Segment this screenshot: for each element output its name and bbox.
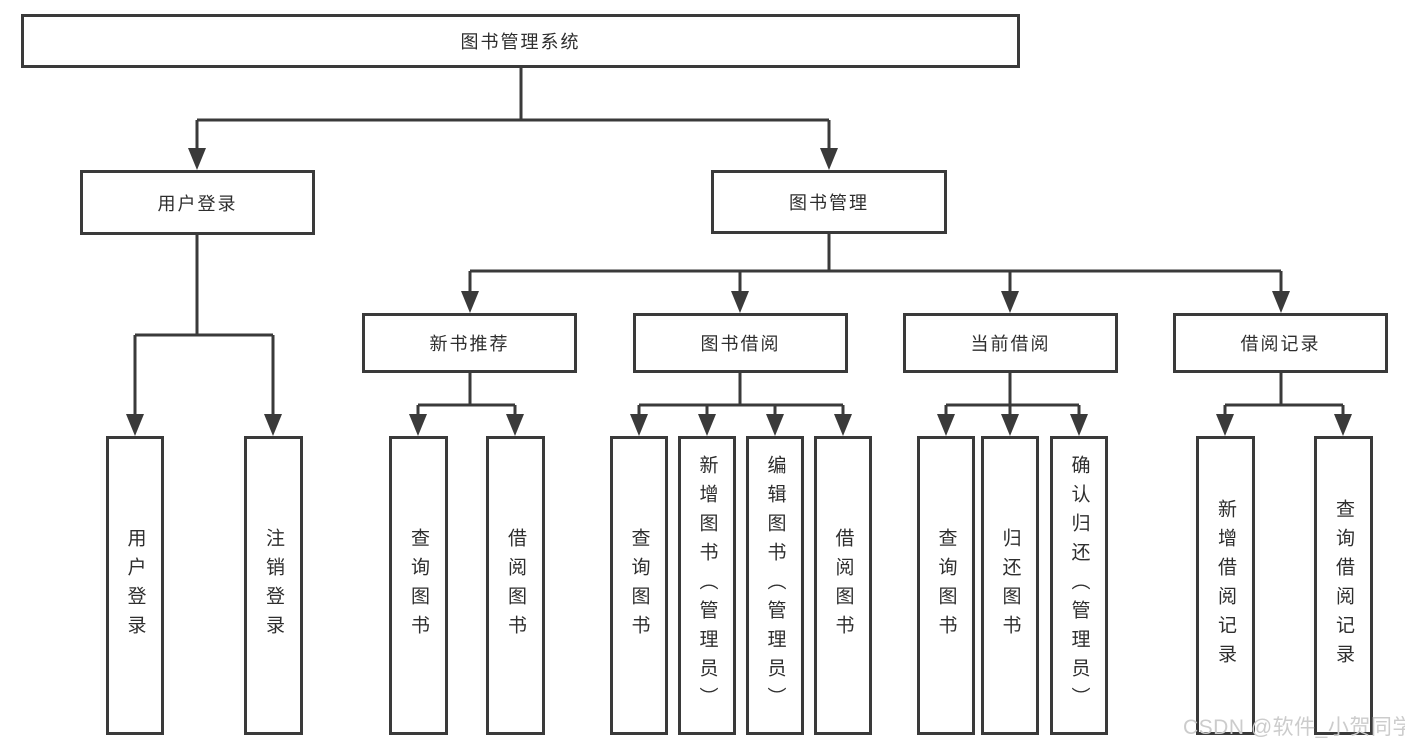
node-book-management: 图书管理 — [711, 170, 947, 234]
node-leaf-query-books-new-label: 查询图书 — [408, 527, 429, 644]
node-borrow-records: 借阅记录 — [1173, 313, 1388, 373]
node-leaf-query-books-current-label: 查询图书 — [935, 527, 957, 644]
node-leaf-query-borrow-record: 查询借阅记录 — [1314, 436, 1373, 735]
arrowhead-confirm-return — [1070, 414, 1088, 436]
node-leaf-confirm-return-admin-label: 确认归还（管理员） — [1068, 455, 1090, 716]
node-leaf-query-books-new: 查询图书 — [389, 436, 448, 735]
arrowhead-book-management — [820, 148, 838, 170]
node-book-management-label: 图书管理 — [789, 193, 869, 213]
node-new-book-recommend-label: 新书推荐 — [429, 334, 510, 354]
arrowhead-new-book — [461, 291, 479, 313]
arrowhead-query-books-borrow — [630, 414, 648, 436]
node-leaf-add-books-admin-label: 新增图书（管理员） — [696, 455, 718, 716]
node-current-borrow-label: 当前借阅 — [970, 334, 1051, 354]
node-leaf-return-books: 归还图书 — [981, 436, 1039, 735]
node-leaf-add-books-admin: 新增图书（管理员） — [678, 436, 736, 735]
node-user-login: 用户登录 — [80, 170, 315, 235]
arrowhead-add-books-admin — [698, 414, 716, 436]
arrowhead-leaf-logout — [264, 414, 282, 436]
node-leaf-logout: 注销登录 — [244, 436, 303, 735]
arrowhead-current-borrow — [1001, 291, 1019, 313]
node-leaf-logout-label: 注销登录 — [263, 527, 284, 644]
node-leaf-user-login: 用户登录 — [106, 436, 164, 735]
arrowhead-edit-books-admin — [766, 414, 784, 436]
node-leaf-confirm-return-admin: 确认归还（管理员） — [1050, 436, 1108, 735]
node-book-borrow: 图书借阅 — [633, 313, 848, 373]
node-leaf-return-books-label: 归还图书 — [999, 527, 1021, 644]
arrowhead-user-login — [188, 148, 206, 170]
node-current-borrow: 当前借阅 — [903, 313, 1118, 373]
node-leaf-borrow-books-borrow-label: 借阅图书 — [832, 527, 854, 644]
node-leaf-query-books-current: 查询图书 — [917, 436, 975, 735]
node-leaf-add-borrow-record: 新增借阅记录 — [1196, 436, 1255, 735]
node-book-borrow-label: 图书借阅 — [700, 334, 781, 354]
arrowhead-borrow-books-borrow — [834, 414, 852, 436]
arrowhead-query-borrow-record — [1334, 414, 1352, 436]
arrowhead-borrow-records — [1272, 291, 1290, 313]
node-new-book-recommend: 新书推荐 — [362, 313, 577, 373]
node-leaf-edit-books-admin-label: 编辑图书（管理员） — [764, 455, 786, 716]
node-root-label: 图书管理系统 — [460, 32, 581, 52]
node-leaf-edit-books-admin: 编辑图书（管理员） — [746, 436, 804, 735]
node-leaf-borrow-books-new: 借阅图书 — [486, 436, 545, 735]
node-leaf-query-books-borrow: 查询图书 — [610, 436, 668, 735]
node-leaf-borrow-books-borrow: 借阅图书 — [814, 436, 872, 735]
arrowhead-borrow-books-new — [506, 414, 524, 436]
node-leaf-borrow-books-new-label: 借阅图书 — [505, 527, 526, 644]
arrowhead-return-books — [1001, 414, 1019, 436]
node-leaf-query-books-borrow-label: 查询图书 — [628, 527, 650, 644]
arrowhead-query-books-current — [937, 414, 955, 436]
arrowhead-add-borrow-record — [1216, 414, 1234, 436]
csdn-watermark: CSDN @软件_小贺同学 — [1183, 716, 1405, 739]
node-borrow-records-label: 借阅记录 — [1240, 334, 1321, 354]
node-user-login-label: 用户登录 — [157, 193, 238, 214]
arrowhead-query-books-new — [409, 414, 427, 436]
node-leaf-add-borrow-record-label: 新增借阅记录 — [1215, 498, 1236, 673]
node-root: 图书管理系统 — [21, 14, 1020, 68]
node-leaf-query-borrow-record-label: 查询借阅记录 — [1333, 498, 1354, 673]
arrowhead-book-borrow — [731, 291, 749, 313]
node-leaf-user-login-label: 用户登录 — [124, 527, 146, 644]
arrowhead-leaf-user-login — [126, 414, 144, 436]
